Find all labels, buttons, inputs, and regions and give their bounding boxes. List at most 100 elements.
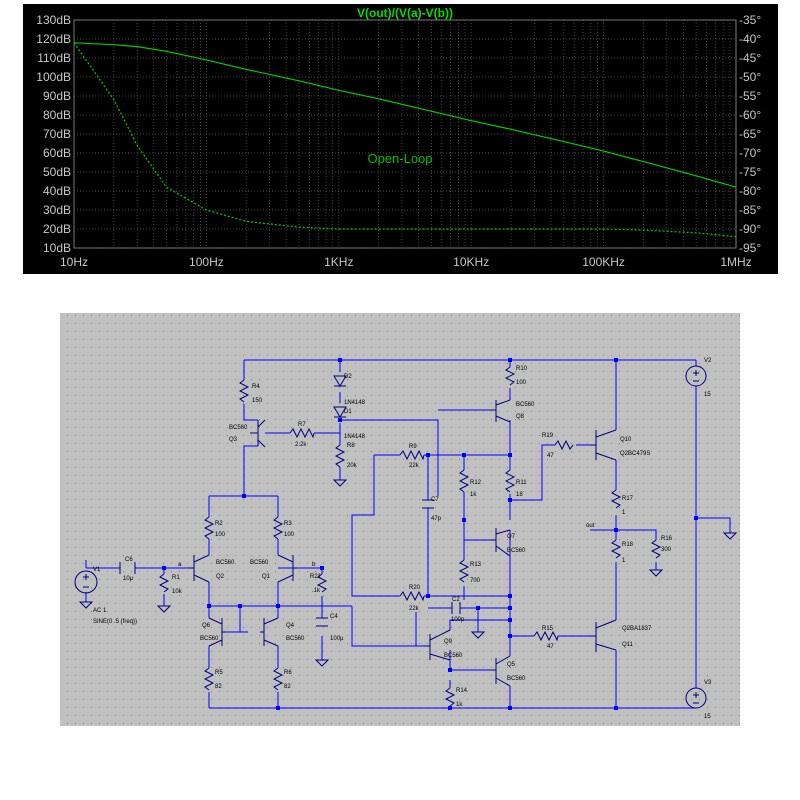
schematic-label-r12: R12 bbox=[470, 480, 482, 486]
schematic-label-r16v: 300 bbox=[661, 547, 672, 553]
x-tick-label: 1MHz bbox=[720, 255, 751, 269]
schematic-label-v2: V2 bbox=[704, 358, 712, 364]
schematic-label-r3: R3 bbox=[284, 521, 292, 527]
y-right-tick-label: -50° bbox=[739, 70, 761, 84]
schematic-label-v3: V3 bbox=[704, 680, 712, 686]
plot-series bbox=[73, 42, 737, 238]
schematic-components bbox=[74, 365, 738, 709]
y-right-tick-label: -85° bbox=[739, 203, 761, 217]
resistor-R19 bbox=[554, 439, 574, 451]
schematic-labels: R4150BC560Q3R72.2kD21N4148D11N4148R820kR… bbox=[93, 358, 712, 720]
y-right-tick-label: -90° bbox=[739, 222, 761, 236]
diode-D1 bbox=[333, 406, 347, 418]
resistor-R8 bbox=[334, 444, 346, 468]
capacitor-C7 bbox=[422, 499, 434, 509]
schematic-label-out: out bbox=[586, 523, 595, 529]
schematic-label-r1v: 10k bbox=[172, 589, 183, 595]
schematic-label-q3n: Q3 bbox=[229, 437, 238, 443]
ground-1 bbox=[332, 479, 348, 487]
schematic-label-r5v: 82 bbox=[215, 684, 222, 690]
plot-title[interactable]: V(out)/(V(a)-V(b)) bbox=[357, 6, 453, 20]
schematic-label-c4v: 100µ bbox=[330, 636, 344, 642]
voltage-source-V1 bbox=[74, 570, 98, 594]
schematic-label-r13v: 700 bbox=[470, 578, 481, 584]
capacitor-C6 bbox=[119, 562, 136, 574]
schematic-label-r16: R16 bbox=[661, 536, 673, 542]
schematic-label-c2v: 100p bbox=[451, 617, 465, 623]
y-right-tick-label: -80° bbox=[739, 184, 761, 198]
transistor-Q1 bbox=[277, 554, 297, 583]
x-tick-label: 100Hz bbox=[189, 255, 224, 269]
y-right-tick-label: -40° bbox=[739, 32, 761, 46]
schematic-label-r14: R14 bbox=[456, 688, 468, 694]
schematic-label-r2: R2 bbox=[215, 521, 223, 527]
y-left-tick-label: 80dB bbox=[43, 108, 71, 122]
capacitor-C4 bbox=[316, 617, 328, 627]
schematic-label-c4: C4 bbox=[330, 614, 338, 620]
schematic-label-r17: R17 bbox=[622, 496, 634, 502]
resistor-R4 bbox=[238, 379, 250, 403]
y-axis-right-labels: -35°-40°-45°-50°-55°-60°-65°-70°-75°-80°… bbox=[739, 13, 761, 255]
transistor-Q8 bbox=[490, 399, 511, 423]
resistor-R15 bbox=[533, 630, 559, 642]
schematic-label-r18v: 1 bbox=[622, 558, 626, 564]
schematic-label-q6: Q6 bbox=[202, 623, 211, 629]
transistor-Q7 bbox=[490, 528, 511, 557]
schematic-label-q9: Q9 bbox=[444, 639, 453, 645]
y-left-tick-label: 110dB bbox=[37, 51, 71, 65]
x-tick-label: 100KHz bbox=[582, 255, 625, 269]
voltage-source-V2 bbox=[685, 365, 707, 387]
y-right-tick-label: -95° bbox=[739, 241, 761, 255]
schematic-label-r12v: 1k bbox=[470, 492, 477, 498]
diode-D2 bbox=[333, 375, 347, 387]
plot-grid bbox=[73, 19, 736, 249]
schematic-label-q9t: BC560 bbox=[444, 653, 463, 659]
resistor-R3 bbox=[272, 516, 284, 540]
resistor-R21 bbox=[316, 573, 328, 593]
schematic-label-q6t: BC560 bbox=[200, 636, 219, 642]
schematic-label-sine: SINE(0 .5 {freq}) bbox=[93, 619, 137, 625]
schematic-label-q7t: BC560 bbox=[507, 548, 526, 554]
schematic-label-q11: Q11 bbox=[622, 642, 634, 648]
x-tick-label: 10KHz bbox=[453, 255, 489, 269]
schematic-label-b: b bbox=[312, 562, 316, 568]
y-left-tick-label: 70dB bbox=[43, 127, 71, 141]
resistor-R12 bbox=[458, 469, 470, 493]
ground-3 bbox=[156, 605, 172, 613]
schematic-label-c2: C2 bbox=[452, 597, 460, 603]
schematic-label-q5: Q5 bbox=[507, 662, 516, 668]
schematic-label-r19v: 47 bbox=[547, 453, 554, 459]
transistor-Q11 bbox=[590, 619, 617, 652]
resistor-R20 bbox=[399, 590, 425, 602]
ground-5 bbox=[470, 631, 486, 639]
schematic-label-q1: Q1 bbox=[262, 574, 271, 580]
resistor-R17 bbox=[610, 489, 622, 509]
resistor-R18 bbox=[610, 539, 622, 559]
schematic-label-q4t: BC560 bbox=[286, 636, 305, 642]
phase-trace[interactable] bbox=[73, 42, 737, 238]
schematic-wires bbox=[85, 359, 731, 709]
schematic-label-a: a bbox=[178, 562, 182, 568]
plot-annotation: Open-Loop bbox=[367, 151, 432, 166]
resistor-R10 bbox=[504, 366, 516, 386]
voltage-source-V3 bbox=[685, 687, 707, 709]
resistor-R9 bbox=[399, 449, 425, 461]
resistor-R14 bbox=[444, 687, 456, 707]
schematic-label-q5t: BC560 bbox=[507, 676, 526, 682]
y-right-tick-label: -35° bbox=[739, 13, 761, 27]
transistor-Q10 bbox=[590, 429, 617, 461]
magnitude-trace[interactable] bbox=[73, 42, 737, 188]
schematic-label-d2: D2 bbox=[344, 374, 352, 380]
schematic-label-c7v: 47p bbox=[431, 516, 442, 522]
schematic-label-q7: Q7 bbox=[507, 534, 516, 540]
schematic-grid bbox=[60, 313, 740, 726]
schematic-label-r10: R10 bbox=[516, 366, 528, 372]
y-left-tick-label: 90dB bbox=[43, 89, 71, 103]
y-right-tick-label: -65° bbox=[739, 127, 761, 141]
schematic-label-r9: R9 bbox=[409, 444, 417, 450]
y-left-tick-label: 100dB bbox=[36, 70, 71, 84]
schematic-label-d1t: 1N4148 bbox=[344, 434, 366, 440]
schematic-label-c7: C7 bbox=[431, 497, 439, 503]
schematic-label-c6: C6 bbox=[125, 557, 133, 563]
